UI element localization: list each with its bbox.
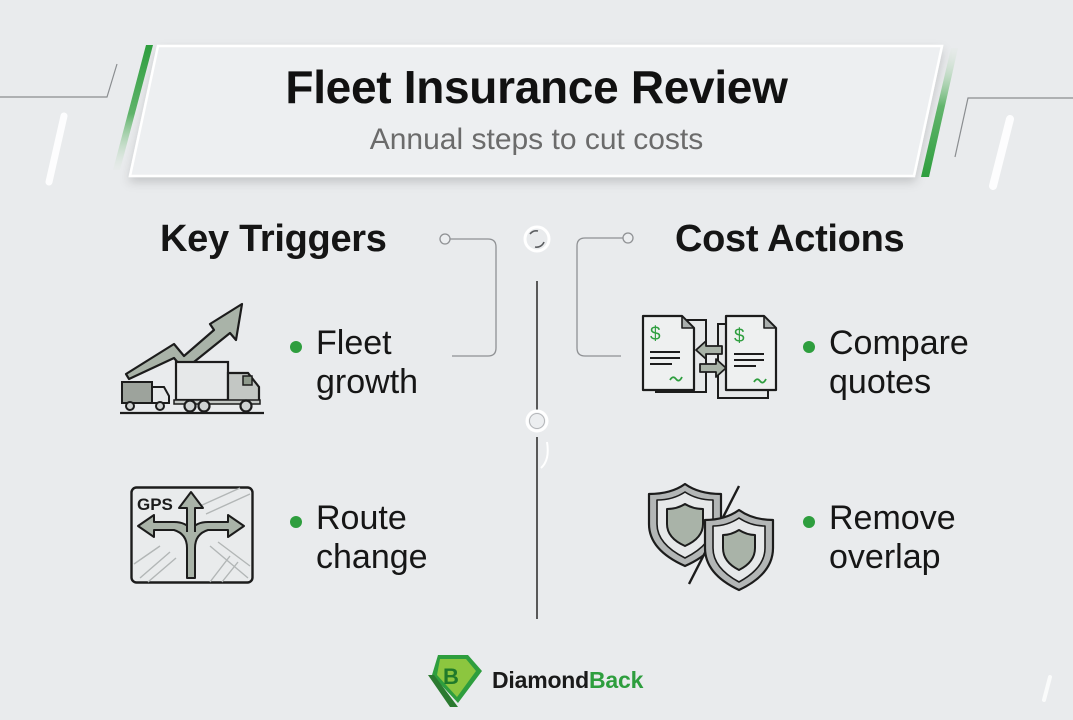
diamond-logo-icon: B	[428, 655, 482, 707]
item-label-line2: growth	[316, 363, 419, 401]
trucks-growth-arrow-icon	[120, 302, 264, 415]
banner-shape	[113, 44, 958, 178]
item-label-line1: Fleet	[316, 324, 392, 362]
item-label-line2: quotes	[829, 363, 932, 401]
svg-text:$: $	[734, 326, 745, 347]
overlapping-shields-icon	[647, 482, 775, 592]
brand-name-part2: Back	[589, 666, 644, 693]
brand-name: DiamondBack	[492, 667, 643, 694]
item-label-line1: Route	[316, 499, 407, 537]
header-banner: Fleet Insurance Review Annual steps to c…	[0, 0, 1073, 200]
page-title: Fleet Insurance Review	[285, 61, 788, 113]
page-subtitle: Annual steps to cut costs	[369, 123, 704, 156]
heading-cost-actions: Cost Actions	[675, 218, 905, 260]
item-label-line2: change	[316, 538, 428, 576]
list-item-compare-quotes: Compare quotes	[803, 324, 969, 402]
brand-logo: B DiamondBack	[424, 651, 664, 709]
brand-name-part1: Diamond	[492, 666, 589, 693]
item-label-line2: overlap	[829, 538, 941, 576]
item-label-line1: Compare	[829, 324, 969, 362]
compare-quotes-documents-icon: $ $	[641, 314, 778, 399]
list-item-fleet-growth: Fleet growth	[290, 324, 418, 402]
bullet-icon	[803, 341, 815, 353]
heading-key-triggers: Key Triggers	[160, 218, 387, 260]
bullet-icon	[290, 516, 302, 528]
list-item-route-change: Route change	[290, 499, 428, 577]
gps-route-split-icon: GPS	[130, 486, 254, 584]
bullet-icon	[290, 341, 302, 353]
svg-text:GPS: GPS	[137, 495, 173, 514]
item-label-line1: Remove	[829, 499, 956, 537]
svg-text:$: $	[650, 324, 661, 345]
list-item-remove-overlap: Remove overlap	[803, 499, 956, 577]
svg-text:B: B	[443, 664, 459, 689]
bullet-icon	[803, 516, 815, 528]
